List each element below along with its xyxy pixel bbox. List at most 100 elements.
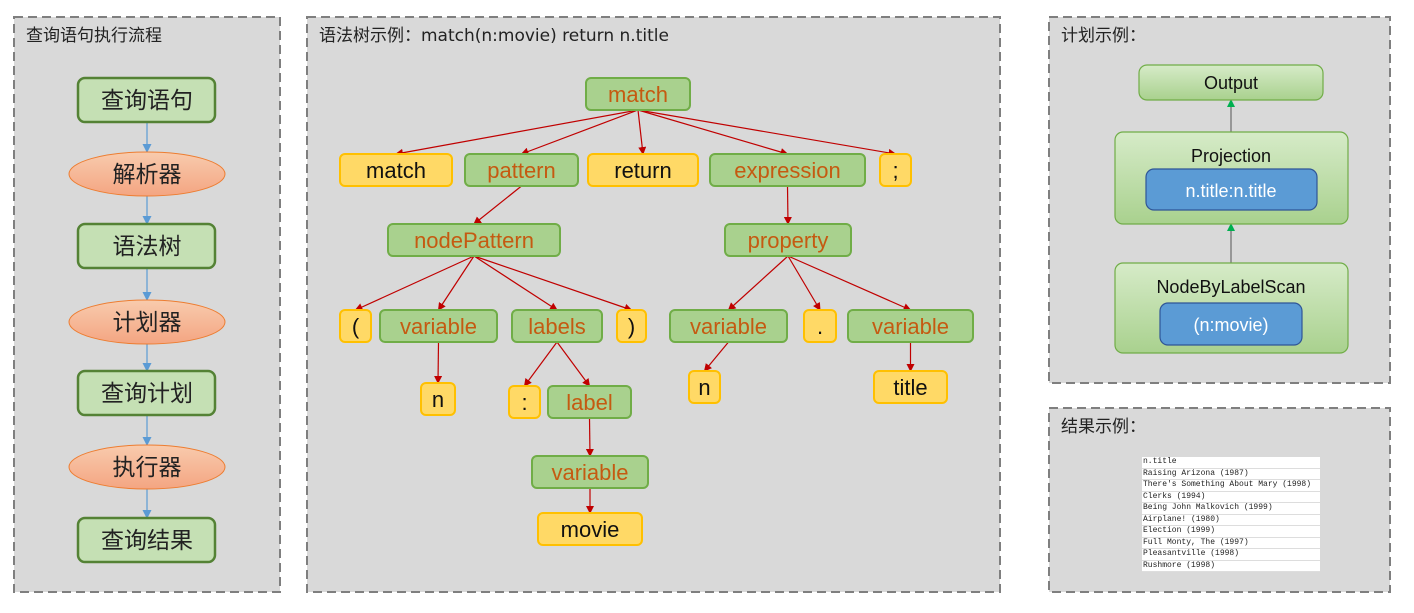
plan-panel-title: 计划示例： bbox=[1061, 26, 1146, 46]
flow-step-label: 执行器 bbox=[113, 455, 182, 481]
tree-edge bbox=[556, 341, 591, 387]
tree-node-label: property bbox=[748, 228, 829, 253]
tree-node-label: ; bbox=[892, 158, 898, 183]
tree-node-pattern bbox=[464, 153, 579, 187]
tree-node-var3 bbox=[847, 309, 974, 343]
tree-node-semi bbox=[879, 153, 912, 187]
flow-step-box bbox=[76, 516, 217, 564]
scan-arg: (n:movie) bbox=[1193, 315, 1268, 335]
tree-edge bbox=[783, 185, 792, 225]
output-operator bbox=[1138, 64, 1324, 101]
tree-node-label: match bbox=[366, 158, 426, 183]
tree-edge bbox=[437, 255, 475, 311]
tree-edge bbox=[703, 341, 729, 372]
tree-edge bbox=[787, 255, 912, 311]
flow-step-ellipse bbox=[68, 299, 226, 345]
tree-edge bbox=[637, 109, 789, 156]
flow-step-label: 查询结果 bbox=[101, 528, 193, 554]
tree-node-label: labels bbox=[528, 314, 585, 339]
tree-node-label: variable bbox=[690, 314, 767, 339]
tree-node-dot bbox=[803, 309, 837, 343]
tree-node-label: n bbox=[698, 375, 710, 400]
flow-step-label: 查询计划 bbox=[101, 381, 193, 407]
tree-node-label: variable bbox=[400, 314, 477, 339]
tree-node-n2 bbox=[688, 370, 721, 404]
table-row: Airplane! (1980) bbox=[1142, 515, 1320, 526]
tree-edge bbox=[523, 341, 558, 387]
projection-arg: n.title:n.title bbox=[1185, 181, 1276, 201]
tree-node-lparen bbox=[339, 309, 372, 343]
tree-node-label: match bbox=[608, 82, 668, 107]
flow-step-box bbox=[76, 76, 217, 124]
tree-edge bbox=[473, 255, 633, 312]
table-row: There's Something About Mary (1998) bbox=[1142, 480, 1320, 492]
tree-edge bbox=[473, 185, 522, 225]
tree-node-n1 bbox=[420, 382, 456, 416]
tree-node-label: return bbox=[614, 158, 671, 183]
tree-edge bbox=[473, 255, 558, 311]
tree-node-kw_return bbox=[587, 153, 699, 187]
tree-edge bbox=[520, 109, 639, 156]
tree-node-rparen bbox=[616, 309, 647, 343]
tree-node-property bbox=[724, 223, 852, 257]
tree-edge bbox=[585, 417, 594, 457]
tree-node-labels bbox=[511, 309, 603, 343]
tree-node-var1 bbox=[379, 309, 498, 343]
table-row: Raising Arizona (1987) bbox=[1142, 469, 1320, 480]
projection-arg-box bbox=[1145, 168, 1318, 211]
flow-step-label: 语法树 bbox=[113, 234, 182, 260]
table-row: Rushmore (1998) bbox=[1142, 561, 1320, 572]
tree-node-colon bbox=[508, 385, 541, 419]
table-row: Clerks (1994) bbox=[1142, 492, 1320, 503]
tree-node-label: pattern bbox=[487, 158, 556, 183]
tree-edge bbox=[637, 109, 647, 155]
tree-node-label: variable bbox=[872, 314, 949, 339]
tree-node-label: nodePattern bbox=[414, 228, 534, 253]
tree-node-title bbox=[873, 370, 948, 404]
table-row: Being John Malkovich (1999) bbox=[1142, 503, 1320, 515]
tree-node-expression bbox=[709, 153, 866, 187]
table-row: Election (1999) bbox=[1142, 526, 1320, 538]
table-row: Full Monty, The (1997) bbox=[1142, 538, 1320, 549]
tree-node-label bbox=[547, 385, 632, 419]
output-label: Output bbox=[1204, 73, 1258, 93]
flow-step-label: 解析器 bbox=[113, 162, 182, 188]
scan-label: NodeByLabelScan bbox=[1156, 277, 1305, 297]
tree-node-movie bbox=[537, 512, 643, 546]
scan-arg-box bbox=[1159, 302, 1303, 346]
tree-node-label: ) bbox=[628, 314, 635, 339]
tree-node-var4 bbox=[531, 455, 649, 489]
tree-node-label: n bbox=[432, 387, 444, 412]
flow-step-label: 计划器 bbox=[113, 310, 182, 336]
tree-node-root bbox=[585, 77, 691, 111]
projection-label: Projection bbox=[1191, 146, 1271, 166]
tree-node-label: variable bbox=[551, 460, 628, 485]
flow-step-ellipse bbox=[68, 151, 226, 197]
flow-step-ellipse bbox=[68, 444, 226, 490]
tree-node-label: label bbox=[566, 390, 612, 415]
tree-edge bbox=[787, 255, 821, 311]
tree-node-label: . bbox=[817, 314, 823, 339]
tree-edge bbox=[354, 255, 475, 311]
tree-node-kw_match bbox=[339, 153, 453, 187]
result-panel-title: 结果示例： bbox=[1061, 417, 1146, 437]
flow-step-box bbox=[76, 222, 217, 270]
tree-edge bbox=[434, 341, 443, 384]
tree-node-label: movie bbox=[561, 517, 620, 542]
tree-edge bbox=[395, 109, 639, 157]
tree-node-label: title bbox=[893, 375, 927, 400]
tree-node-var2 bbox=[669, 309, 788, 343]
tree-node-label: ( bbox=[352, 314, 360, 339]
tree-edge bbox=[637, 109, 897, 157]
tree-node-nodePattern bbox=[387, 223, 561, 257]
tree-node-label: : bbox=[521, 390, 527, 415]
flow-step-label: 查询语句 bbox=[101, 88, 193, 114]
tree-node-label: expression bbox=[734, 158, 840, 183]
syntax-tree-panel-title: 语法树示例：match(n:movie) return n.title bbox=[319, 26, 669, 46]
table-row: Pleasantville (1998) bbox=[1142, 549, 1320, 561]
flow-panel-title: 查询语句执行流程 bbox=[26, 26, 162, 46]
tree-edge bbox=[727, 255, 789, 311]
flow-step-box bbox=[76, 369, 217, 417]
